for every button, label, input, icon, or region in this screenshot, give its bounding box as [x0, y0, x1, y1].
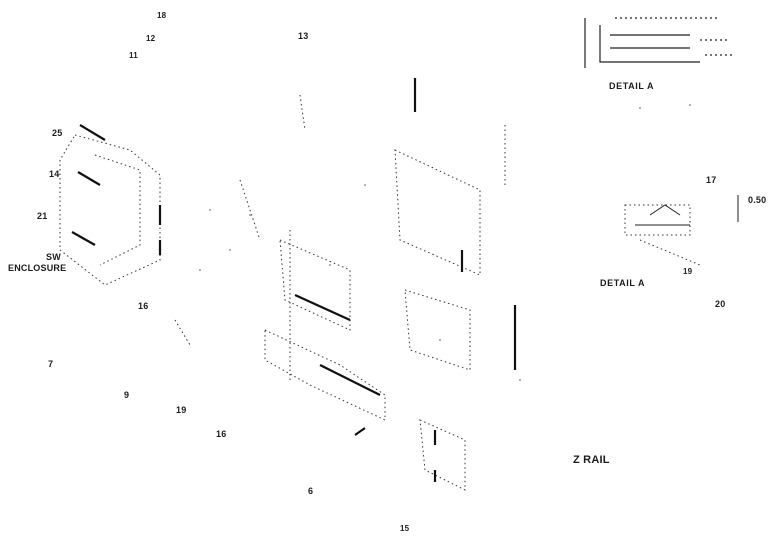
lower-right-frame: [404, 289, 471, 371]
switch-enclosure-outline: [59, 134, 161, 286]
detail-a-top-drawing: [584, 17, 735, 68]
callout-7: 7: [48, 359, 54, 369]
detail-a-lower-outline: [624, 204, 691, 236]
center-frame-lower: [264, 329, 386, 421]
z-rail-label: Z RAIL: [573, 454, 610, 466]
sw-enclosure-label-line2: ENCLOSURE: [8, 263, 67, 273]
callout-21: 21: [37, 211, 48, 221]
faint-detail-dots: [199, 104, 691, 381]
hinge-bar: [79, 124, 106, 141]
callout-18-top: 18: [157, 11, 167, 20]
callout-15: 15: [400, 524, 410, 533]
detail-a-lower-drawing: [635, 195, 739, 226]
detail-a-caption-bottom: DETAIL A: [600, 278, 646, 288]
callout-14: 14: [49, 169, 60, 179]
callout-13-top: 13: [298, 31, 309, 41]
callout-19-detail: 19: [683, 267, 693, 276]
detail-a-caption-top: DETAIL A: [609, 81, 655, 91]
switch-enclosure-inner: [94, 154, 141, 266]
callout-6: 6: [308, 486, 314, 496]
center-frame-upper: [279, 239, 351, 331]
callout-20: 20: [715, 299, 726, 309]
callout-12-top: 12: [146, 34, 156, 43]
sw-enclosure-label-line1: SW: [46, 252, 61, 262]
callout-17: 17: [706, 175, 717, 185]
z-rail-diagonal: [319, 364, 381, 396]
right-rail-frame: [394, 149, 481, 276]
callout-9: 9: [124, 390, 130, 400]
dimension-050: 0.50: [748, 195, 767, 205]
callout-11-top: 11: [129, 51, 138, 60]
callout-16-mid: 16: [138, 301, 149, 311]
callout-19: 19: [176, 405, 187, 415]
callout-25: 25: [52, 128, 63, 138]
bracket-bottom: [419, 419, 466, 491]
callout-16-low: 16: [216, 429, 227, 439]
